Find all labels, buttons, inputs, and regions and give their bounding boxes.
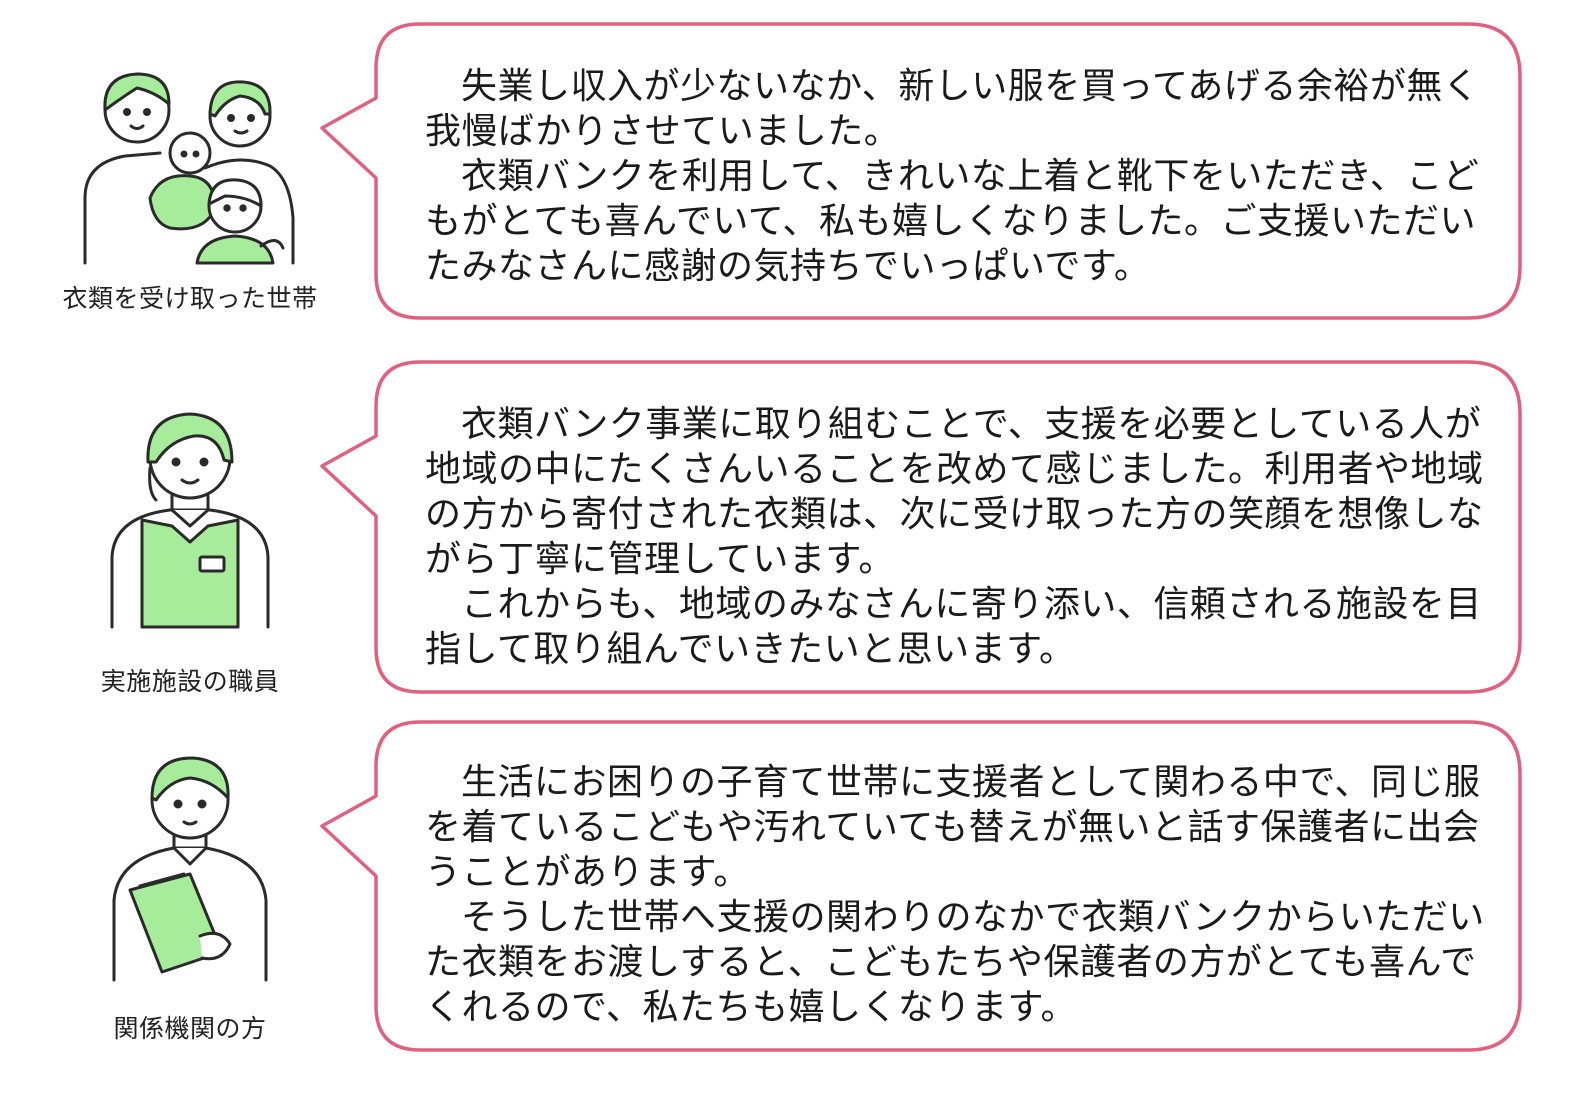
testimonial-text: 生活にお困りの子育て世帯に支援者として関わる中で、同じ服を着ているこどもや汚れて… <box>425 760 1510 1030</box>
testimonial-text: 失業し収入が少ないなか、新しい服を買ってあげる余裕が無く我慢ばかりさせていました… <box>425 64 1510 289</box>
paragraph: 衣類バンク事業に取り組むことで、支援を必要としている人が地域の中にたくさんいるこ… <box>425 404 1484 580</box>
testimonial-household: 衣類を受け取った世帯 失業し収入が少ないなか、新しい服を買ってあげる余裕が無く我… <box>0 0 1580 330</box>
person-holding-folder-icon <box>112 756 268 982</box>
paragraph: そうした世帯へ支援の関わりのなかで衣類バンクからいただいた衣類をお渡しすると、こ… <box>425 897 1485 1028</box>
staff-in-apron-icon <box>110 412 270 629</box>
caption: 関係機関の方 <box>113 1014 267 1043</box>
paragraph: 失業し収入が少ないなか、新しい服を買ってあげる余裕が無く我慢ばかりさせていました… <box>425 66 1480 152</box>
paragraph: 衣類バンクを利用して、きれいな上着と靴下をいただき、こどもがとても喜んでいて、私… <box>425 156 1480 287</box>
testimonial-text: 衣類バンク事業に取り組むことで、支援を必要としている人が地域の中にたくさんいるこ… <box>425 402 1510 672</box>
testimonial-facility-staff: 実施施設の職員 衣類バンク事業に取り組むことで、支援を必要としている人が地域の中… <box>0 350 1580 700</box>
caption: 実施施設の職員 <box>100 667 280 696</box>
speech-bubble <box>320 360 1522 694</box>
testimonial-related-organization: 関係機関の方 生活にお困りの子育て世帯に支援者として関わる中で、同じ服を着ている… <box>0 712 1580 1082</box>
paragraph: これからも、地域のみなさんに寄り添い、信頼される施設を目指して取り組んでいきたい… <box>425 584 1482 670</box>
speech-bubble <box>320 22 1522 320</box>
caption: 衣類を受け取った世帯 <box>62 284 318 313</box>
family-with-children-icon <box>83 72 295 265</box>
paragraph: 生活にお困りの子育て世帯に支援者として関わる中で、同じ服を着ているこどもや汚れて… <box>425 762 1481 893</box>
speech-bubble <box>320 720 1522 1052</box>
